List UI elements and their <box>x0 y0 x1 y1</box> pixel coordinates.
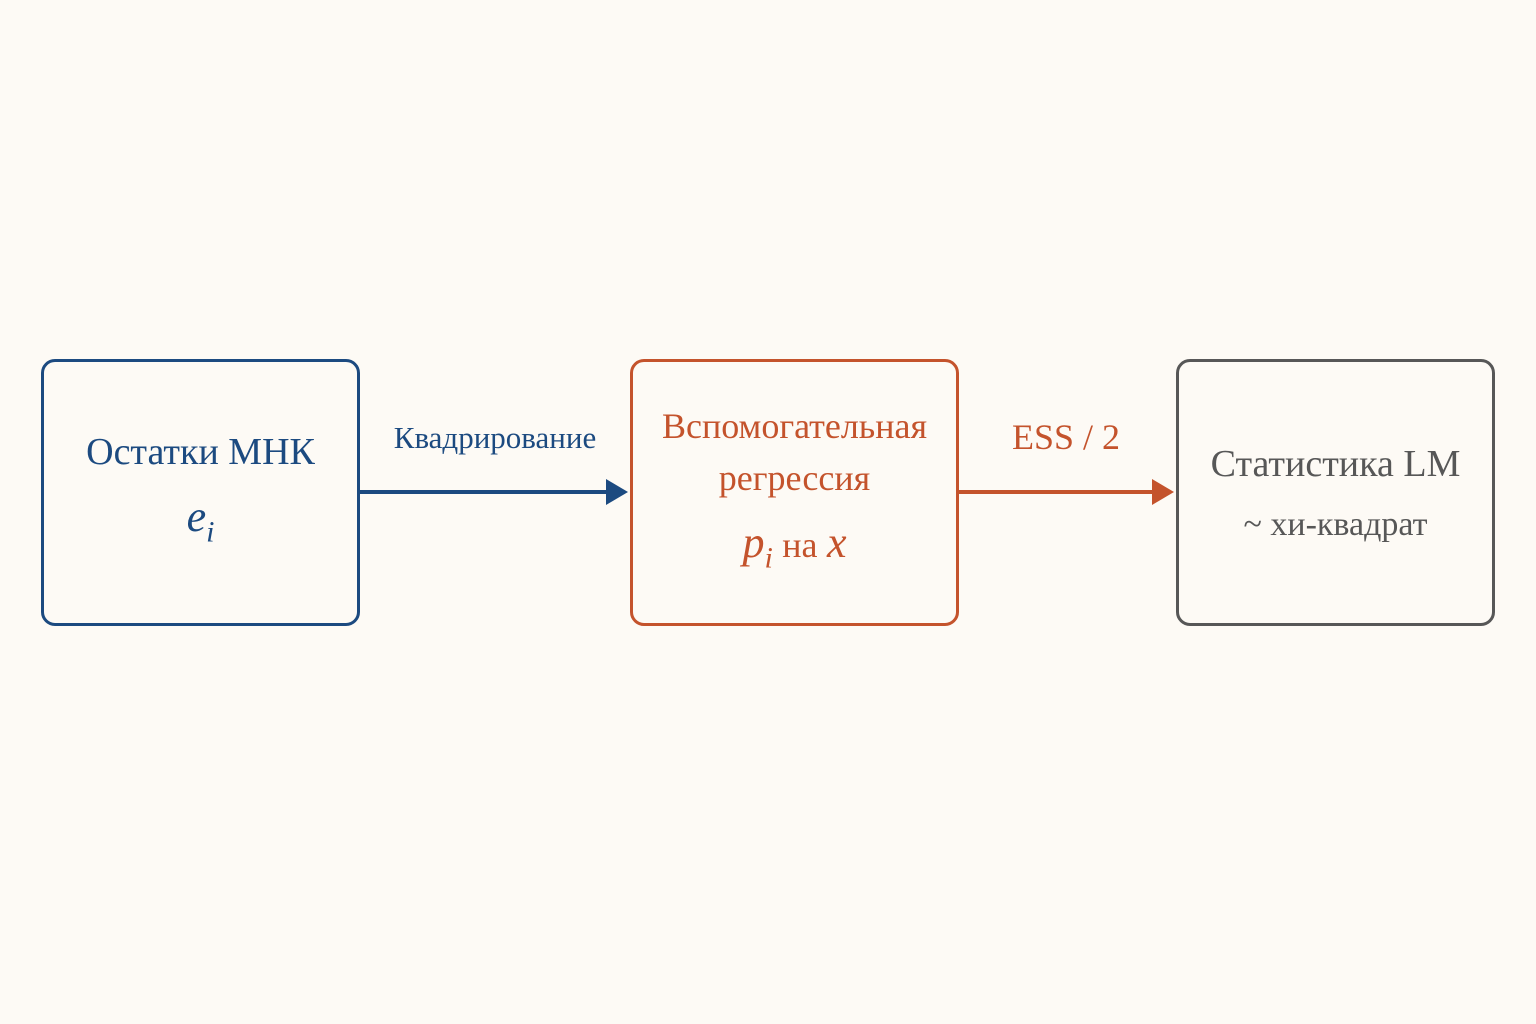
node-lm-statistic: Статистика LM ~ хи-квадрат <box>1176 359 1495 626</box>
arrow-ess-head <box>1152 479 1174 505</box>
formula-e-base: e <box>186 491 207 541</box>
formula-p: pi <box>742 517 772 575</box>
node-ols-residuals-formula: ei <box>187 491 215 559</box>
formula-e-sub: i <box>206 515 215 549</box>
node-lm-statistic-subtitle: ~ хи-квадрат <box>1243 505 1428 543</box>
edge-squaring-label: Квадрирование <box>393 420 597 455</box>
formula-p-sub: i <box>764 541 773 575</box>
node-auxiliary-regression: Вспомогательная регрессия pi на x <box>630 359 959 626</box>
formula-x: x <box>827 517 847 567</box>
node-auxiliary-regression-title: Вспомогательная регрессия <box>661 405 928 498</box>
arrow-squaring-head <box>606 479 628 505</box>
edge-ess-label: ESS / 2 <box>1011 417 1121 457</box>
formula-p-base: p <box>742 517 765 567</box>
node-lm-statistic-title: Статистика LM <box>1210 442 1461 485</box>
node-ols-residuals: Остатки МНК ei <box>41 359 360 626</box>
formula-word: на <box>782 524 818 565</box>
node-ols-residuals-title: Остатки МНК <box>86 430 315 473</box>
node-auxiliary-regression-formula: pi на x <box>742 516 846 586</box>
